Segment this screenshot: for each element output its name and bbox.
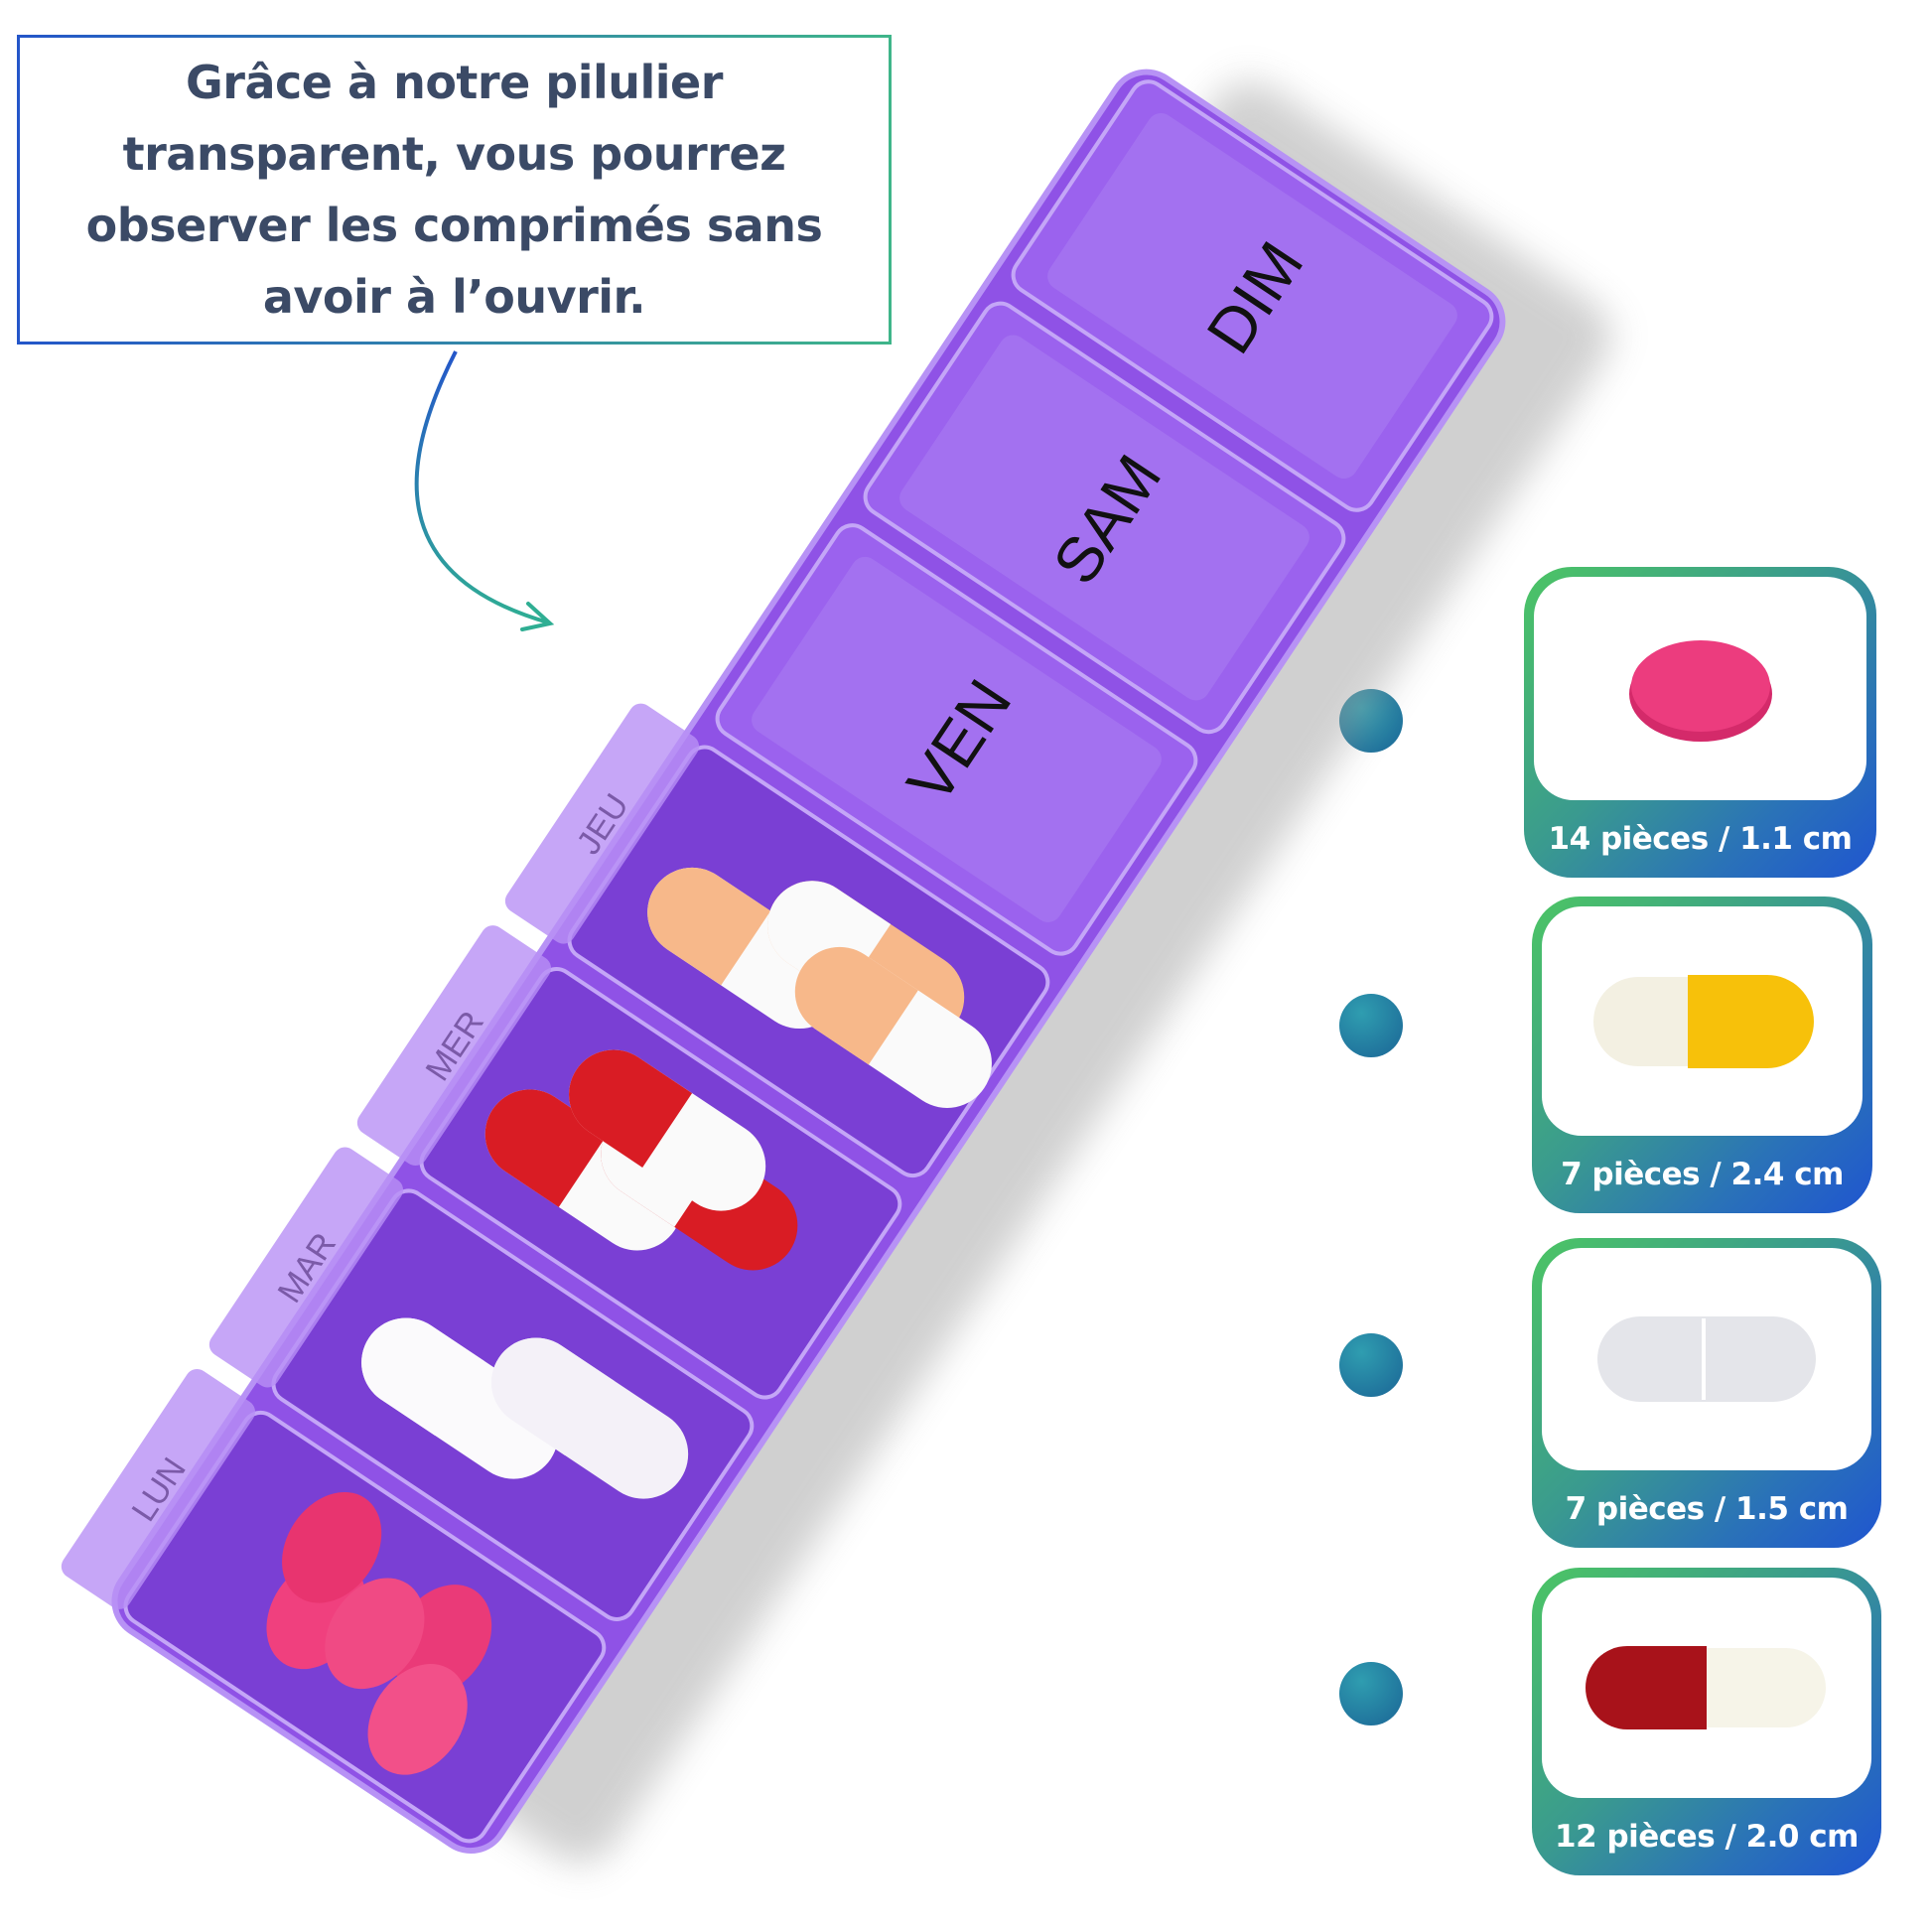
- timeline-dot: [1339, 1662, 1403, 1725]
- open-lid: [356, 925, 552, 1166]
- callout-box: Grâce à notre pilulier transparent, vous…: [17, 35, 892, 345]
- pill-card-label: 14 pièces / 1.1 cm: [1548, 821, 1853, 857]
- compartment-jeu: JEU: [504, 703, 1050, 1178]
- pill-card-label: 7 pièces / 1.5 cm: [1565, 1491, 1849, 1527]
- pill-card-label: 7 pièces / 2.4 cm: [1561, 1157, 1844, 1192]
- open-lid: [208, 1147, 404, 1388]
- compartment-lun: LUN: [61, 1368, 607, 1844]
- pill: [325, 1578, 425, 1690]
- pill: [367, 1664, 468, 1775]
- compartment-mar: MAR: [208, 1147, 755, 1621]
- pill-card: 12 pièces / 2.0 cm: [1532, 1568, 1881, 1875]
- arrow-head: [520, 602, 555, 631]
- compartment-dim: DIM: [1011, 79, 1494, 512]
- pill-card: 7 pièces / 2.4 cm: [1532, 897, 1872, 1213]
- red-white-capsule-icon: [1586, 1646, 1826, 1729]
- white-yellow-capsule-icon: [1592, 974, 1814, 1068]
- arrow-icon: [414, 350, 549, 624]
- callout-text: Grâce à notre pilulier transparent, vous…: [85, 56, 823, 324]
- compartment-mer: MER: [356, 925, 902, 1400]
- compartment-sam: SAM: [863, 301, 1346, 735]
- open-lid: [504, 703, 700, 944]
- pill-card-label: 12 pièces / 2.0 cm: [1555, 1819, 1859, 1855]
- pink-round-tablet-icon: [1628, 639, 1772, 742]
- open-lid: [61, 1368, 256, 1609]
- timeline-dot: [1339, 1333, 1403, 1397]
- pill: [282, 1491, 382, 1603]
- pill-card: 14 pièces / 1.1 cm: [1524, 567, 1876, 878]
- white-oblong-tablet-icon: [1597, 1316, 1816, 1402]
- pill-card: 7 pièces / 1.5 cm: [1532, 1238, 1881, 1548]
- compartment-ven: VEN: [715, 523, 1198, 956]
- timeline-dot: [1339, 994, 1403, 1057]
